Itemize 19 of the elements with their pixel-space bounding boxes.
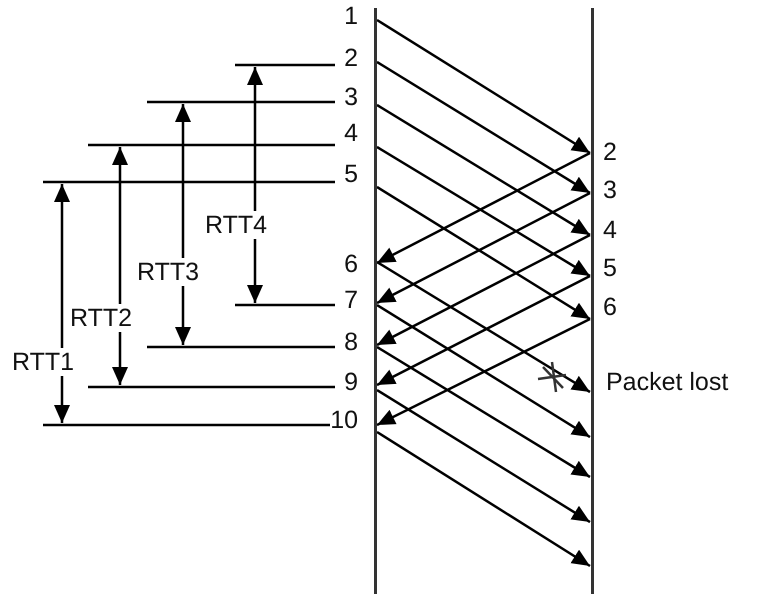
lifeline: [590, 8, 594, 594]
arrow: [376, 186, 591, 320]
arrow: [376, 18, 591, 154]
arrow: [376, 304, 591, 438]
lifeline: [374, 8, 376, 594]
text-label: RTT2: [70, 304, 132, 332]
text-label: RTT4: [205, 211, 268, 239]
arrow: [376, 260, 591, 394]
arrow: [376, 104, 591, 236]
arrow: [376, 388, 591, 524]
arrow: [376, 234, 591, 346]
arrow: [376, 430, 591, 568]
text-label: RTT3: [137, 258, 200, 286]
arrow: [376, 346, 591, 478]
arrow: [376, 192, 591, 304]
arrow: [376, 318, 591, 426]
arrow: [376, 60, 591, 194]
text-label: RTT1: [12, 348, 74, 376]
arrow: [376, 274, 591, 386]
